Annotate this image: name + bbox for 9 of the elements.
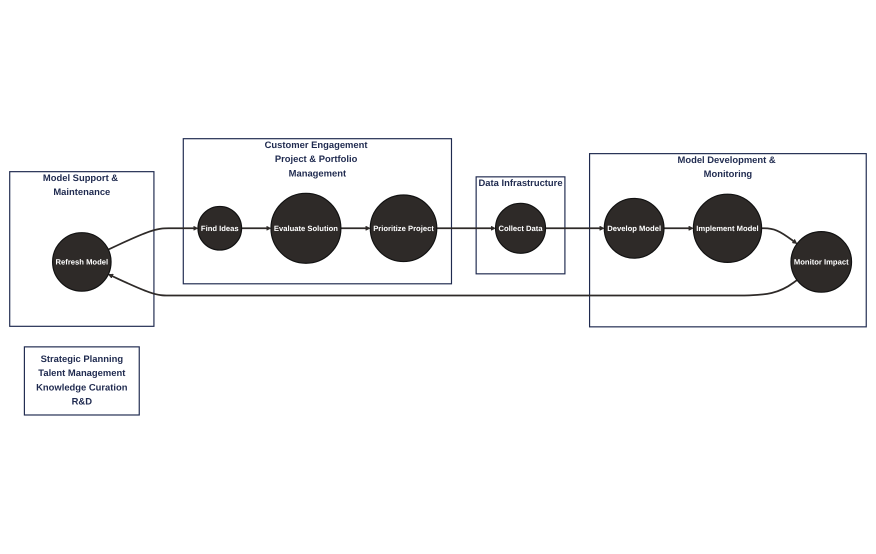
- arrow: [108, 226, 198, 250]
- arrow: [108, 274, 798, 297]
- node-box: Strategic Planning Talent Management Knowledge Curation R&D: [24, 346, 140, 416]
- arrow: [762, 228, 798, 244]
- arrow: [664, 226, 694, 232]
- arrow: [242, 226, 272, 232]
- arrow: [546, 226, 604, 232]
- arrow: [436, 226, 496, 232]
- arrow: [340, 226, 370, 232]
